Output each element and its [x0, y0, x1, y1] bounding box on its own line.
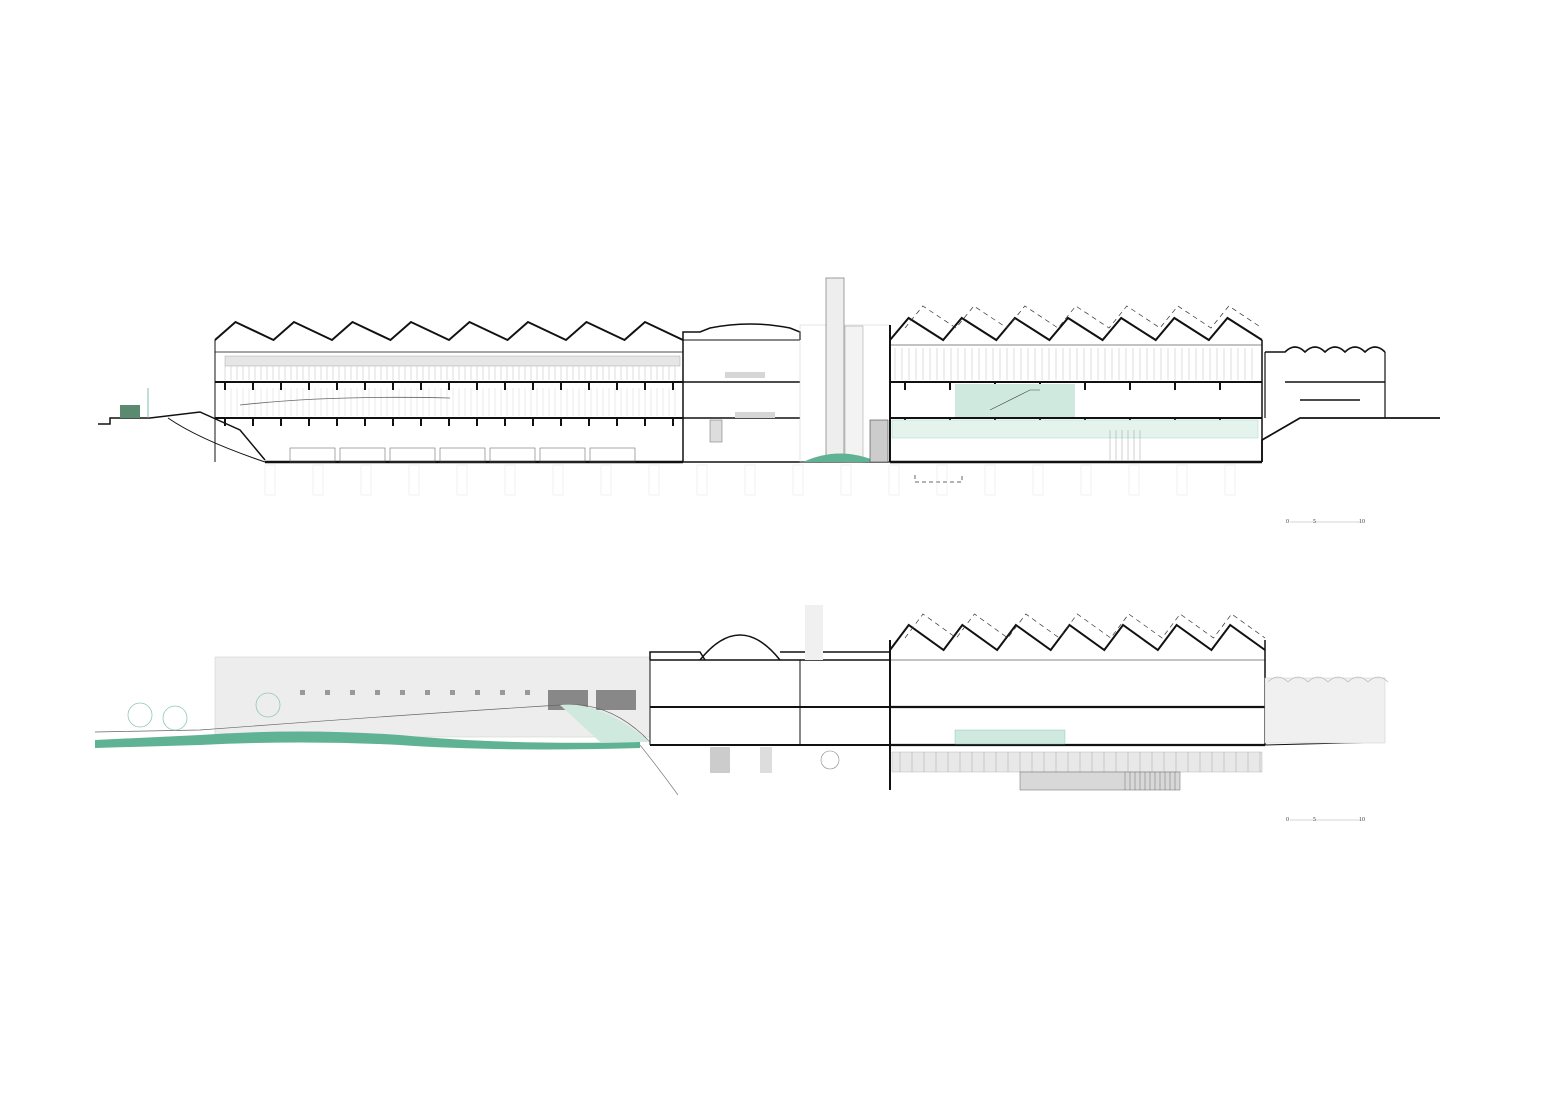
vault-outline	[1287, 676, 1309, 683]
window	[350, 690, 355, 695]
section-upper	[98, 277, 1440, 496]
shopfront	[539, 447, 586, 463]
green-glazing	[955, 384, 1075, 417]
foundation	[840, 464, 852, 496]
tower	[844, 325, 864, 463]
vault-outline	[1347, 676, 1369, 683]
foundation	[936, 464, 948, 496]
window	[425, 690, 430, 695]
window	[475, 690, 480, 695]
basement	[1019, 771, 1181, 791]
foundation	[984, 464, 996, 496]
wall-fill	[710, 747, 730, 773]
louvre	[596, 690, 636, 710]
fence	[120, 405, 140, 418]
window	[375, 690, 380, 695]
roof-dashed	[904, 613, 1266, 639]
ramp	[239, 396, 451, 406]
foundation	[696, 464, 708, 496]
terrain-line	[94, 704, 651, 743]
tree	[127, 702, 153, 728]
vault-roof	[682, 323, 801, 340]
green-terrain	[95, 731, 640, 750]
shopfront	[489, 447, 536, 463]
green-glazing	[954, 729, 1066, 745]
scale-label-10: 10	[1359, 519, 1365, 525]
scale-label-5: 5	[1313, 519, 1316, 525]
shopfront	[289, 447, 336, 463]
window	[300, 690, 305, 695]
foundation	[1128, 464, 1140, 496]
section-lower	[94, 605, 1389, 796]
vault-outline	[1307, 676, 1329, 683]
foundation	[888, 464, 900, 496]
ground-right	[1261, 417, 1440, 462]
vault-outline	[1327, 676, 1349, 683]
foundation	[1176, 464, 1188, 496]
vault-roofs	[1265, 346, 1386, 354]
scale-label-5: 5	[1313, 817, 1316, 823]
band	[735, 412, 775, 418]
neighbour-elevation	[1264, 677, 1386, 744]
window	[450, 690, 455, 695]
slope	[639, 744, 679, 796]
window	[500, 690, 505, 695]
chimney-ghost	[805, 605, 823, 660]
green-band	[891, 419, 1259, 439]
mezzanine-band	[224, 355, 681, 367]
foundation	[1224, 464, 1236, 496]
scale-bar-upper: 0 5 10	[1286, 519, 1365, 525]
vault-outline	[1267, 676, 1289, 683]
tree	[255, 692, 281, 718]
foundation	[792, 464, 804, 496]
scale-bar-lower: 0 5 10	[1286, 817, 1365, 823]
scale-label-0: 0	[1286, 519, 1289, 525]
scale-label-10: 10	[1359, 817, 1365, 823]
foundation	[360, 464, 372, 496]
shopfront	[339, 447, 386, 463]
sawtooth-roof-right	[889, 316, 1263, 342]
shopfront	[439, 447, 486, 463]
foundation	[552, 464, 564, 496]
lower-band	[891, 751, 1263, 773]
basement-dashed	[914, 475, 963, 483]
tree	[820, 750, 840, 770]
foundation	[744, 464, 756, 496]
sawtooth-roof-left	[214, 320, 684, 342]
window	[400, 690, 405, 695]
roof-dashed	[904, 305, 1263, 329]
vault-outline	[1367, 676, 1389, 683]
door	[760, 747, 772, 773]
window	[525, 690, 530, 695]
ground-left	[98, 411, 266, 461]
sawtooth-roof-right	[889, 623, 1266, 652]
foundation	[648, 464, 660, 496]
tree	[162, 705, 188, 731]
foundation	[312, 464, 324, 496]
foundation	[1080, 464, 1092, 496]
shopfront	[389, 447, 436, 463]
lift	[869, 419, 889, 463]
stair	[709, 419, 723, 443]
chimney	[825, 277, 845, 463]
foundation	[456, 464, 468, 496]
green-mound	[803, 453, 878, 462]
green-slope	[560, 704, 650, 742]
foundation	[1032, 464, 1044, 496]
foundation	[600, 464, 612, 496]
band	[725, 372, 765, 378]
foundation	[504, 464, 516, 496]
shopfront	[589, 447, 636, 463]
dome-roof	[649, 634, 891, 661]
foundation	[408, 464, 420, 496]
foundation	[264, 464, 276, 496]
window	[325, 690, 330, 695]
slope	[167, 417, 266, 463]
scale-label-0: 0	[1286, 817, 1289, 823]
stair	[989, 389, 1040, 411]
